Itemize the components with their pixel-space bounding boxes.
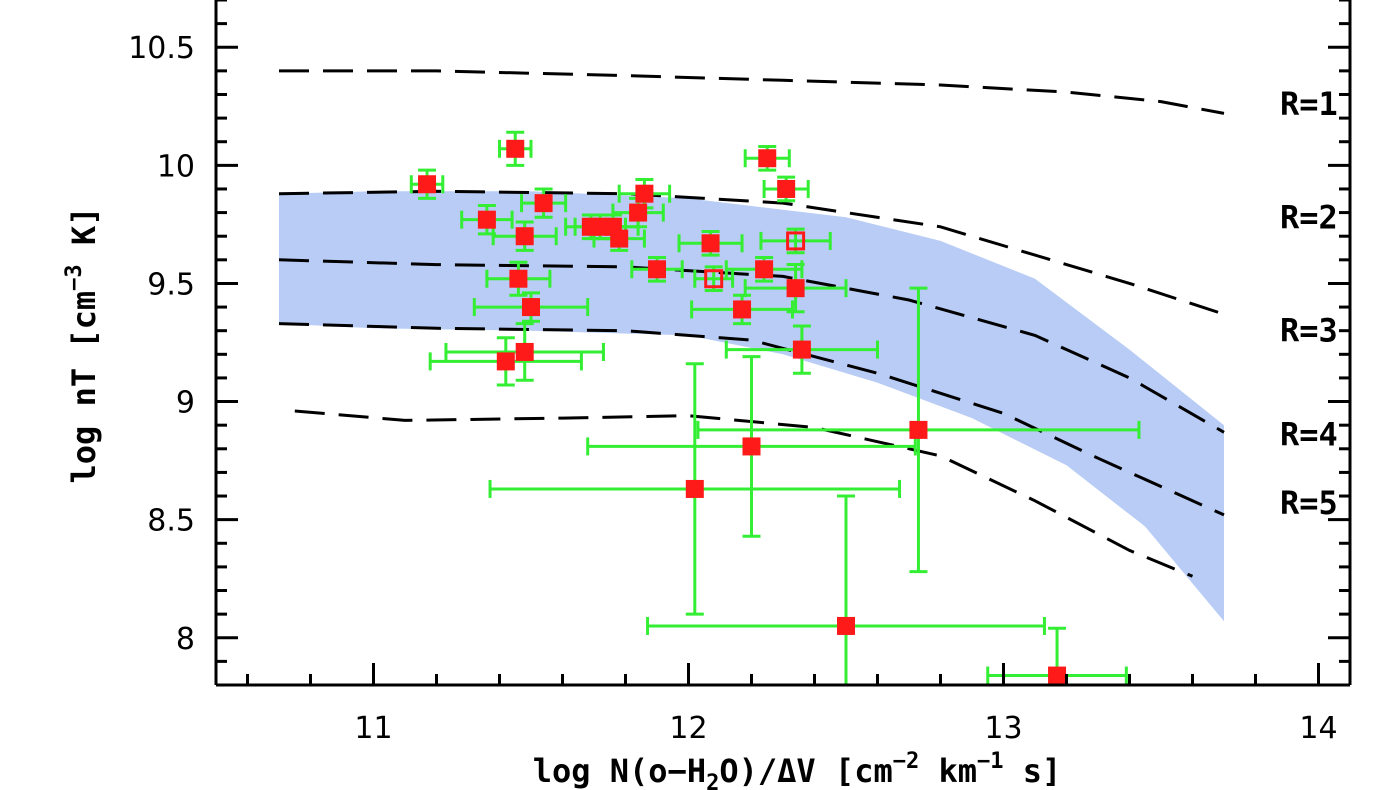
data-point-filled-3 [477,210,496,229]
shaded-band [279,191,1224,622]
shaded-band-layer [279,191,1224,622]
x-tick-label: 11 [354,711,392,746]
data-point-filled-5 [534,194,553,213]
data-point-open-2 [786,231,806,251]
data-point-filled-28 [1048,666,1067,685]
curve-label-3: R=3 [1280,312,1338,350]
data-point-filled-17 [701,234,720,253]
x-tick-label: 14 [1299,711,1337,746]
data-point-open-1 [704,269,724,289]
x-axis-title: log N(o−H2O)/ΔV [cm−2 km−1 s] [533,749,1062,790]
y-title-text: log nT [cm [65,291,103,484]
x-title-text: km [919,752,977,790]
data-point-filled-24 [909,420,928,439]
model-curve-4 [278,322,1225,517]
data-point-filled-2 [506,139,525,158]
data-point-filled-13 [610,229,629,248]
model-curves-layer [278,69,1225,578]
data-point-filled-6 [509,269,528,288]
data-point-filled-4 [515,227,534,246]
curve-label-2: R=2 [1280,198,1338,236]
data-point-filled-1 [418,175,437,194]
data-point-filled-8 [515,342,534,361]
data-point-filled-14 [629,203,648,222]
x-tick-label: 13 [984,711,1022,746]
x-title-superscript: −1 [977,749,1004,774]
data-point-filled-27 [837,616,855,635]
data-point-filled-19 [758,149,777,168]
filled-errorbar-6 [485,260,552,297]
data-point-filled-26 [685,479,704,498]
data-point-filled-22 [786,279,805,298]
data-point-filled-9 [496,352,515,371]
y-tick-label: 8.5 [147,504,195,539]
curve-label-1: R=1 [1280,85,1338,123]
data-point-filled-23 [792,340,811,359]
model-curve-1 [279,69,1225,115]
markers-layer [418,139,1067,685]
data-point-filled-21 [755,260,774,279]
x-title-text: O)/ΔV [cm [719,752,892,790]
x-title-text: log N(o−H [533,752,706,790]
model-curve-2 [278,189,1225,316]
x-title-text: s] [1004,752,1062,790]
data-point-filled-15 [635,184,654,203]
y-axis-title: log nT [cm−3 K] [62,207,103,484]
model-curve-3 [278,258,1225,434]
y-tick-label: 9 [176,386,195,421]
y-tick-label: 9.5 [147,267,195,302]
x-tick-label: 12 [669,711,707,746]
data-point-filled-7 [522,298,540,317]
data-point-filled-25 [742,437,761,456]
plot-frame [214,0,1352,687]
y-tick-label: 10.5 [128,31,195,66]
labels-layer: 11 12 13 14 8 8.5 9 9.5 10 10.5R=1R=2R=3R=4R=5 log… [62,31,1338,790]
data-point-filled-20 [777,179,796,198]
curve-label-5: R=5 [1280,484,1338,522]
y-tick-label: 10 [157,149,195,184]
y-title-superscript: −3 [62,264,87,291]
x-title-superscript: −2 [893,749,920,774]
y-tick-label: 8 [176,622,195,657]
data-point-filled-18 [733,300,752,319]
data-point-filled-16 [648,260,666,279]
curve-label-4: R=4 [1280,416,1338,454]
y-title-text: K] [65,207,103,265]
x-title-subscript: 2 [706,771,719,790]
